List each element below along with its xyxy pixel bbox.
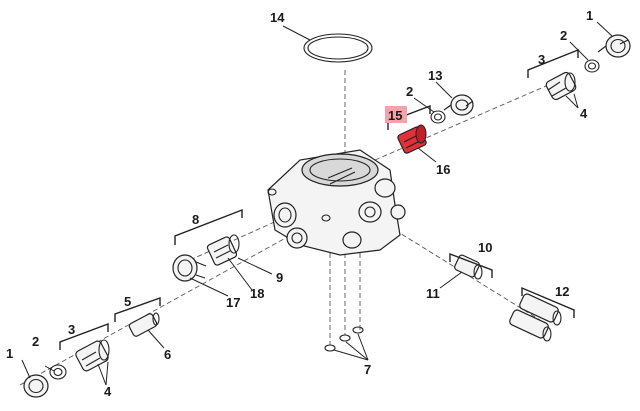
callout-16[interactable]: 16 xyxy=(436,162,450,177)
part-14-o-ring[interactable] xyxy=(303,33,373,63)
callout-2-top[interactable]: 2 xyxy=(406,84,413,99)
callout-8[interactable]: 8 xyxy=(192,212,199,227)
part-13-plug[interactable] xyxy=(443,94,474,116)
part-15-16-highlighted[interactable] xyxy=(397,124,427,154)
pump-head-body xyxy=(267,149,406,256)
part-17-plug[interactable] xyxy=(172,254,207,282)
part-18-valve[interactable] xyxy=(206,234,240,266)
part-2-washer-left[interactable] xyxy=(49,364,67,380)
callout-2-right[interactable]: 2 xyxy=(560,28,567,43)
callout-10[interactable]: 10 xyxy=(478,240,492,255)
callout-3-right[interactable]: 3 xyxy=(538,52,545,67)
callout-4-right[interactable]: 4 xyxy=(580,106,588,121)
callout-9[interactable]: 9 xyxy=(276,270,283,285)
part-1-cap-left[interactable] xyxy=(23,374,49,398)
part-2-washer-right[interactable] xyxy=(584,59,600,73)
part-6-valve[interactable] xyxy=(128,312,160,338)
part-1-cap-right[interactable] xyxy=(597,34,631,58)
callout-labels: 14 1 2 3 4 13 2 15 16 8 9 17 18 10 11 12… xyxy=(6,8,593,399)
leader-lines xyxy=(21,21,613,386)
part-3-valve-right[interactable] xyxy=(545,71,577,101)
part-2-washer-top[interactable] xyxy=(430,110,446,124)
assembly-brackets xyxy=(59,48,579,350)
callout-18[interactable]: 18 xyxy=(250,286,264,301)
part-7-o-rings[interactable] xyxy=(324,326,364,352)
callout-15-highlight xyxy=(385,106,407,123)
callout-7[interactable]: 7 xyxy=(364,362,371,377)
callout-5[interactable]: 5 xyxy=(124,294,131,309)
part-3-valve-left[interactable] xyxy=(74,339,110,373)
callout-15[interactable]: 15 xyxy=(388,108,402,123)
callout-14[interactable]: 14 xyxy=(270,10,285,25)
callout-11[interactable]: 11 xyxy=(426,286,440,301)
callout-1-left[interactable]: 1 xyxy=(6,346,13,361)
part-11-fitting[interactable] xyxy=(454,254,483,280)
part-12-fittings[interactable] xyxy=(508,293,562,342)
callout-1-right[interactable]: 1 xyxy=(586,8,593,23)
callout-13[interactable]: 13 xyxy=(428,68,442,83)
callout-2-left[interactable]: 2 xyxy=(32,334,39,349)
callout-12[interactable]: 12 xyxy=(555,284,569,299)
callout-3-left[interactable]: 3 xyxy=(68,322,75,337)
callout-17[interactable]: 17 xyxy=(226,295,240,310)
callout-4-left[interactable]: 4 xyxy=(104,384,112,399)
callout-6[interactable]: 6 xyxy=(164,347,171,362)
